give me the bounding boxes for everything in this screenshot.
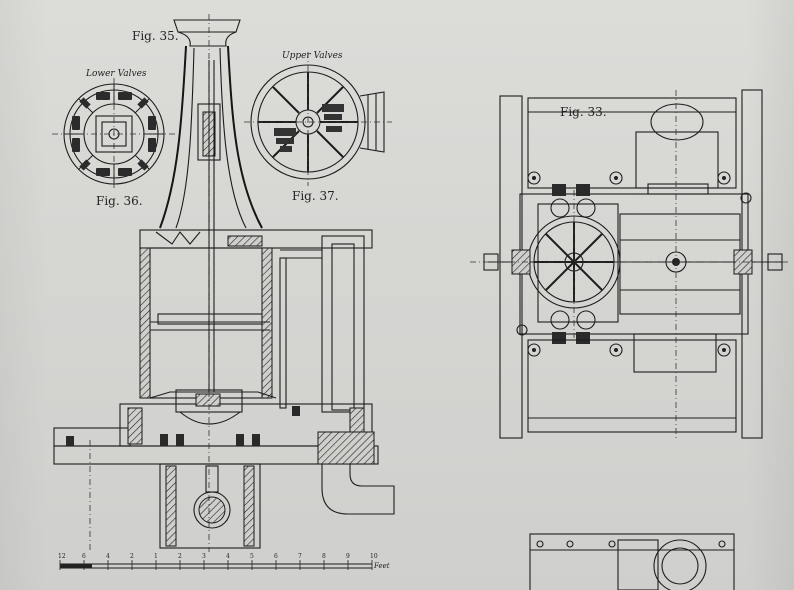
- fig36-label: Fig. 36.: [96, 194, 143, 208]
- fig37-label: Fig. 37.: [292, 189, 339, 203]
- scale-tick-label: 5: [250, 553, 254, 560]
- fig35-section-drawing: Fig. 35.: [53, 14, 395, 552]
- scale-tick-label: 12: [58, 553, 66, 560]
- scale-tick-label: 9: [346, 553, 350, 560]
- scale-units: Feet: [373, 562, 390, 570]
- fig33-label: Fig. 33.: [560, 105, 607, 119]
- scale-tick-label: 6: [82, 553, 86, 560]
- fig37-upper-valves-drawing: Upper Valves Fig. 37.: [244, 51, 392, 203]
- fig33-plan-drawing: Fig. 33.: [470, 89, 790, 439]
- scale-tick-label: 4: [226, 553, 230, 560]
- fig37-caption: Upper Valves: [282, 51, 343, 61]
- scale-tick-label: 10: [370, 553, 378, 560]
- fig36-caption: Lower Valves: [85, 69, 147, 79]
- scale-tick-label: 2: [130, 553, 134, 560]
- scale-tick-label: 7: [298, 553, 302, 560]
- scale-tick-label: 3: [202, 553, 206, 560]
- fig35-label: Fig. 35.: [132, 29, 179, 43]
- fig36-lower-valves-drawing: Lower Valves Fig. 36.: [52, 69, 176, 208]
- scale-tick-label: 2: [178, 553, 182, 560]
- scale-tick-label: 1: [154, 553, 158, 560]
- scale-tick-label: 8: [322, 553, 326, 560]
- scale-tick-label: 6: [274, 553, 278, 560]
- scale-tick-label: 4: [106, 553, 110, 560]
- lower-elevation-partial-drawing: [529, 533, 735, 590]
